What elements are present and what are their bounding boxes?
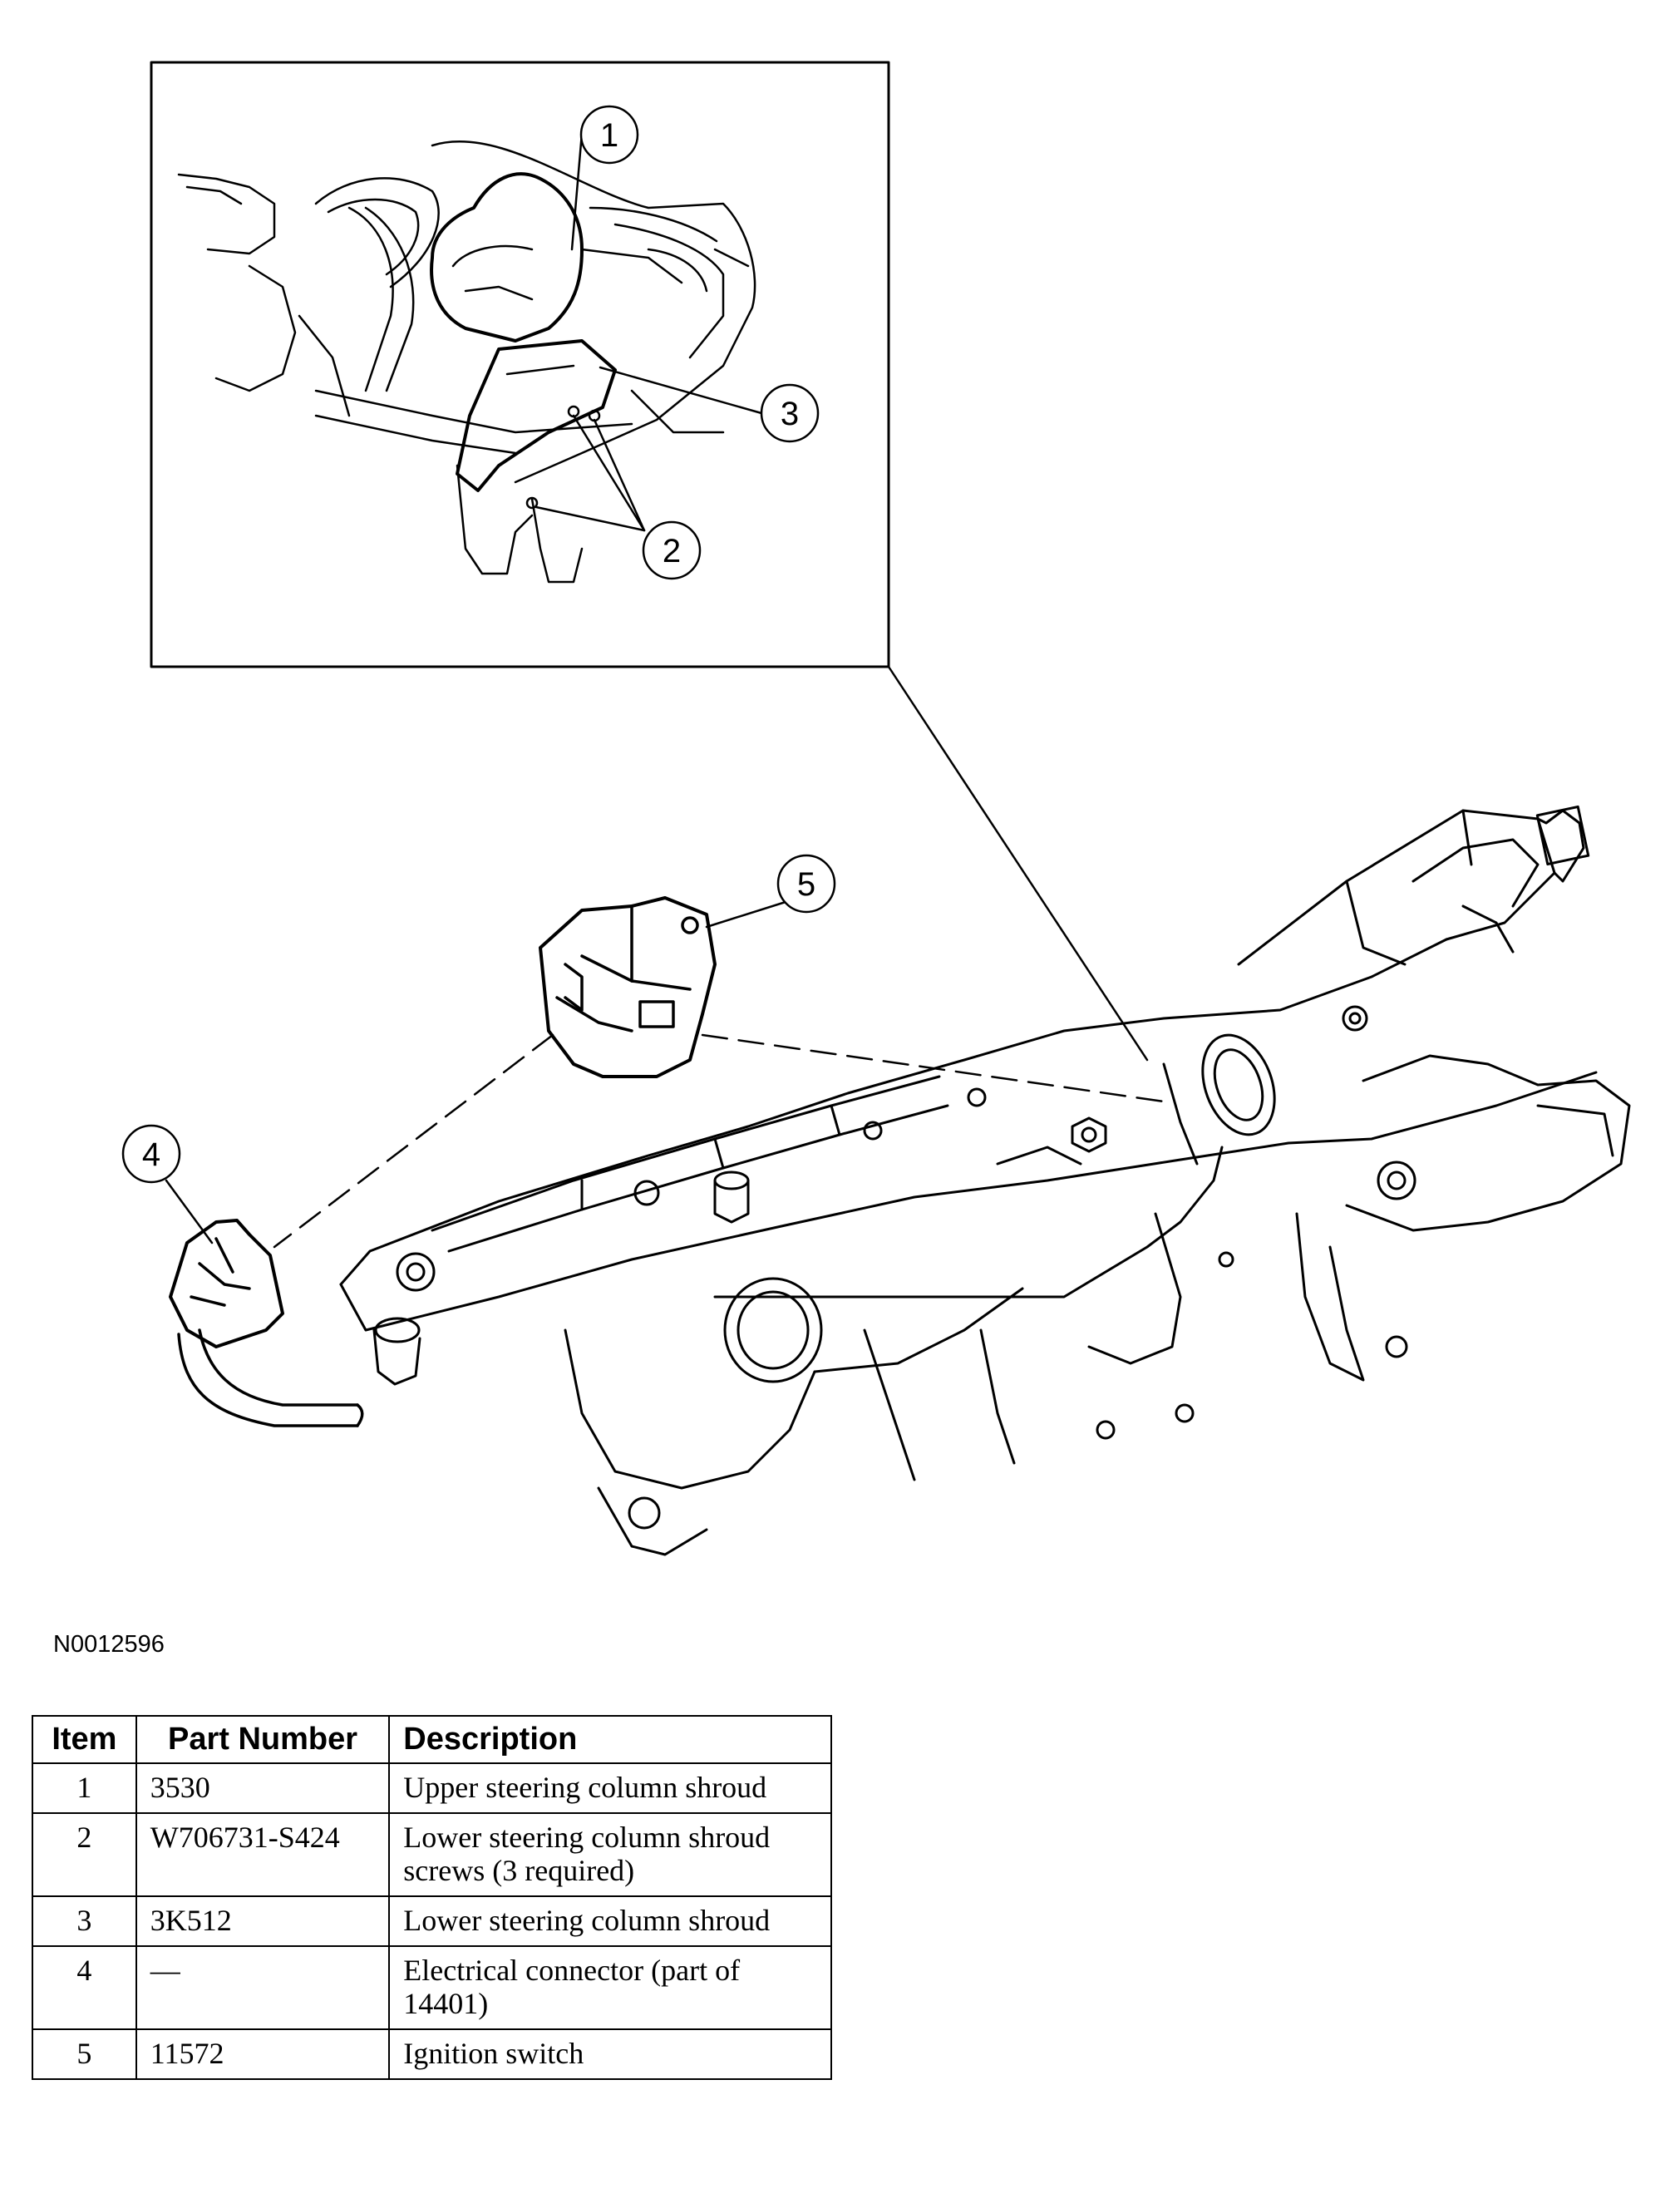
callout-3: 3 — [760, 383, 820, 443]
cell-description: Electrical connector (part of 14401) — [388, 1945, 832, 2030]
callout-1: 1 — [579, 105, 639, 165]
header-item: Item — [32, 1715, 137, 1764]
callout-3-label: 3 — [781, 396, 799, 432]
parts-table: Item Part Number Description 1 3530 Uppe… — [32, 1715, 832, 2080]
cell-item: 2 — [32, 1812, 137, 1897]
cell-part-number: W706731-S424 — [135, 1812, 391, 1897]
callout-5-label: 5 — [797, 866, 815, 903]
inset-leader-line — [887, 665, 1149, 1062]
callout-4-label: 4 — [142, 1136, 160, 1173]
cell-item: 4 — [32, 1945, 137, 2030]
inset-callout-leaders — [535, 131, 763, 532]
table-row: 5 11572 Ignition switch — [32, 2028, 832, 2080]
table-row: 3 3K512 Lower steering column shroud — [32, 1895, 832, 1947]
cell-part-number: 11572 — [135, 2028, 391, 2080]
cell-part-number: 3K512 — [135, 1895, 391, 1947]
cell-description: Ignition switch — [388, 2028, 832, 2080]
cell-description: Lower steering column shroud — [388, 1895, 832, 1947]
cell-item: 5 — [32, 2028, 137, 2080]
table-row: 2 W706731-S424 Lower steering column shr… — [32, 1812, 832, 1897]
table-row: 1 3530 Upper steering column shroud — [32, 1762, 832, 1814]
cell-description: Upper steering column shroud — [388, 1762, 832, 1814]
cell-description: Lower steering column shroud screws (3 r… — [388, 1812, 832, 1897]
figure-code: N0012596 — [53, 1631, 165, 1658]
assembly-dashed-lines — [273, 1033, 1165, 1249]
cell-part-number: 3530 — [135, 1762, 391, 1814]
ignition-switch-drawing — [539, 896, 717, 1078]
cell-item: 1 — [32, 1762, 137, 1814]
callout-4: 4 — [121, 1124, 181, 1184]
diagram-figure: 1 3 2 5 4 — [121, 61, 1631, 1556]
cell-part-number: — — [135, 1945, 391, 2030]
inset-frame — [150, 61, 890, 668]
steering-column-drawing — [339, 805, 1631, 1556]
cell-item: 3 — [32, 1895, 137, 1947]
callout-2-label: 2 — [663, 533, 681, 569]
header-part-number: Part Number — [135, 1715, 391, 1764]
header-description: Description — [388, 1715, 832, 1764]
callout-2: 2 — [642, 520, 702, 580]
table-header-row: Item Part Number Description — [32, 1715, 832, 1764]
callout-5: 5 — [776, 854, 836, 914]
callout-1-label: 1 — [600, 117, 618, 154]
electrical-connector-drawing — [169, 1219, 364, 1427]
table-row: 4 — Electrical connector (part of 14401) — [32, 1945, 832, 2030]
inset-dashboard-drawing — [177, 140, 756, 584]
main-callout-leaders — [165, 900, 787, 1244]
